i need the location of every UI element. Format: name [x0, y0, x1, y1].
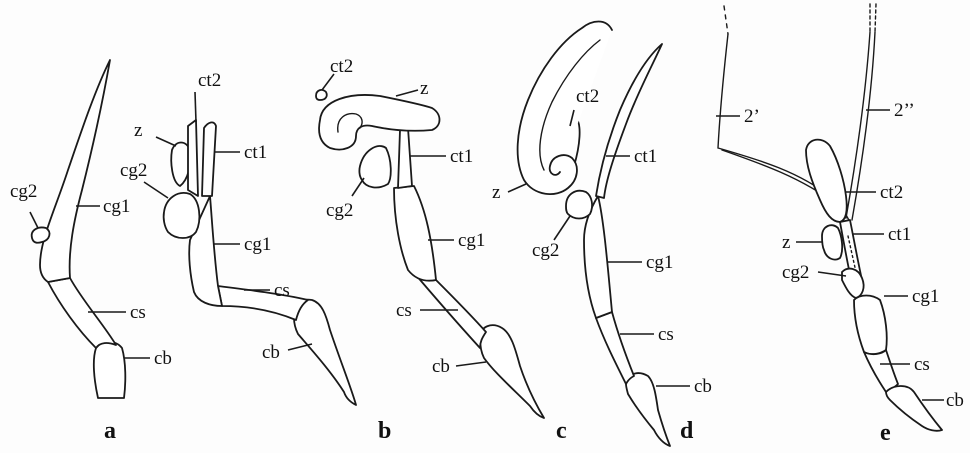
d-z-segment [518, 22, 612, 195]
b-label-z: z [134, 120, 142, 141]
c-cb-segment [480, 325, 544, 418]
panel-letter-e: e [880, 420, 891, 446]
c-cb-leader [456, 362, 486, 366]
e-label-cb: cb [946, 390, 964, 411]
e-2prime-dashed-tip [724, 6, 728, 34]
b-ct1-segment [202, 122, 216, 196]
b-cg2-leader [144, 182, 168, 198]
b-ct2-leader [195, 92, 196, 122]
c-cg2-segment [359, 146, 390, 187]
b-cg2-segment [164, 193, 200, 238]
a-cg1-segment [40, 60, 110, 282]
a-cg2-segment [32, 227, 50, 242]
d-cs-segment [596, 312, 634, 384]
e-label-ct2: ct2 [880, 182, 903, 203]
panel-e: 2’ 2’’ ct2 z ct1 cg2 cg1 cs cb e [716, 4, 964, 446]
b-label-ct2: ct2 [198, 70, 221, 91]
a-label-cg1: cg1 [103, 196, 130, 217]
b-label-cs: cs [274, 280, 290, 301]
c-cg2-leader [352, 178, 364, 196]
d-cb-segment [626, 373, 670, 446]
a-cs-segment [48, 278, 116, 348]
e-label-2prime: 2’ [744, 106, 760, 127]
d-label-cb: cb [694, 376, 712, 397]
d-ct1-segment [596, 44, 662, 198]
e-label-z: z [782, 232, 790, 253]
a-label-cs: cs [130, 302, 146, 323]
d-label-ct2: ct2 [576, 86, 599, 107]
panel-letter-c: c [556, 418, 567, 444]
e-z-segment [822, 225, 842, 259]
b-label-cb: cb [262, 342, 280, 363]
d-label-cg2: cg2 [532, 240, 559, 261]
d-cg2-segment [566, 191, 592, 219]
c-label-cg2: cg2 [326, 200, 353, 221]
e-cs-segment [864, 350, 898, 392]
b-label-cg1: cg1 [244, 234, 271, 255]
d-label-cg1: cg1 [646, 252, 673, 273]
d-label-ct1: ct1 [634, 146, 657, 167]
e-ct2-z-lobe [806, 140, 847, 222]
c-ct1-segment [398, 128, 412, 188]
b-cs-segment [218, 286, 308, 320]
panel-letter-d: d [680, 418, 694, 444]
c-label-cg1: cg1 [458, 230, 485, 251]
a-cb-segment [94, 342, 125, 398]
e-cg1-segment [854, 296, 887, 355]
e-label-2dprime: 2’’ [894, 100, 915, 121]
c-label-cb: cb [432, 356, 450, 377]
e-cb-segment [886, 386, 942, 431]
c-ct2-segment [316, 90, 327, 100]
b-label-cg2: cg2 [120, 160, 147, 181]
e-2dprime-dashed-tip-2 [875, 4, 876, 32]
c-z-leader [396, 90, 418, 96]
b-z-leader [156, 137, 176, 146]
c-label-cs: cs [396, 300, 412, 321]
a-label-cg2: cg2 [10, 181, 37, 202]
d-cg2-leader [554, 216, 570, 240]
b-cb-segment [294, 300, 356, 405]
a-label-cb: cb [154, 348, 172, 369]
c-z-segment [319, 95, 439, 150]
a-cg2-leader [30, 212, 38, 228]
e-label-cs: cs [914, 354, 930, 375]
e-label-cg2: cg2 [782, 262, 809, 283]
e-label-cg1: cg1 [912, 286, 939, 307]
panel-letter-b: b [378, 418, 391, 444]
panel-a: cg2 cg1 cs cb a [10, 60, 172, 444]
c-label-z: z [420, 78, 428, 99]
b-ct2-segment [188, 120, 198, 196]
e-label-ct1: ct1 [888, 224, 911, 245]
panel-letter-a: a [104, 418, 116, 444]
c-label-ct1: ct1 [450, 146, 473, 167]
c-label-ct2: ct2 [330, 56, 353, 77]
d-label-cs: cs [658, 324, 674, 345]
d-z-leader [508, 184, 526, 192]
b-label-ct1: ct1 [244, 142, 267, 163]
c-cg1-segment [394, 186, 436, 281]
d-label-z: z [492, 182, 500, 203]
